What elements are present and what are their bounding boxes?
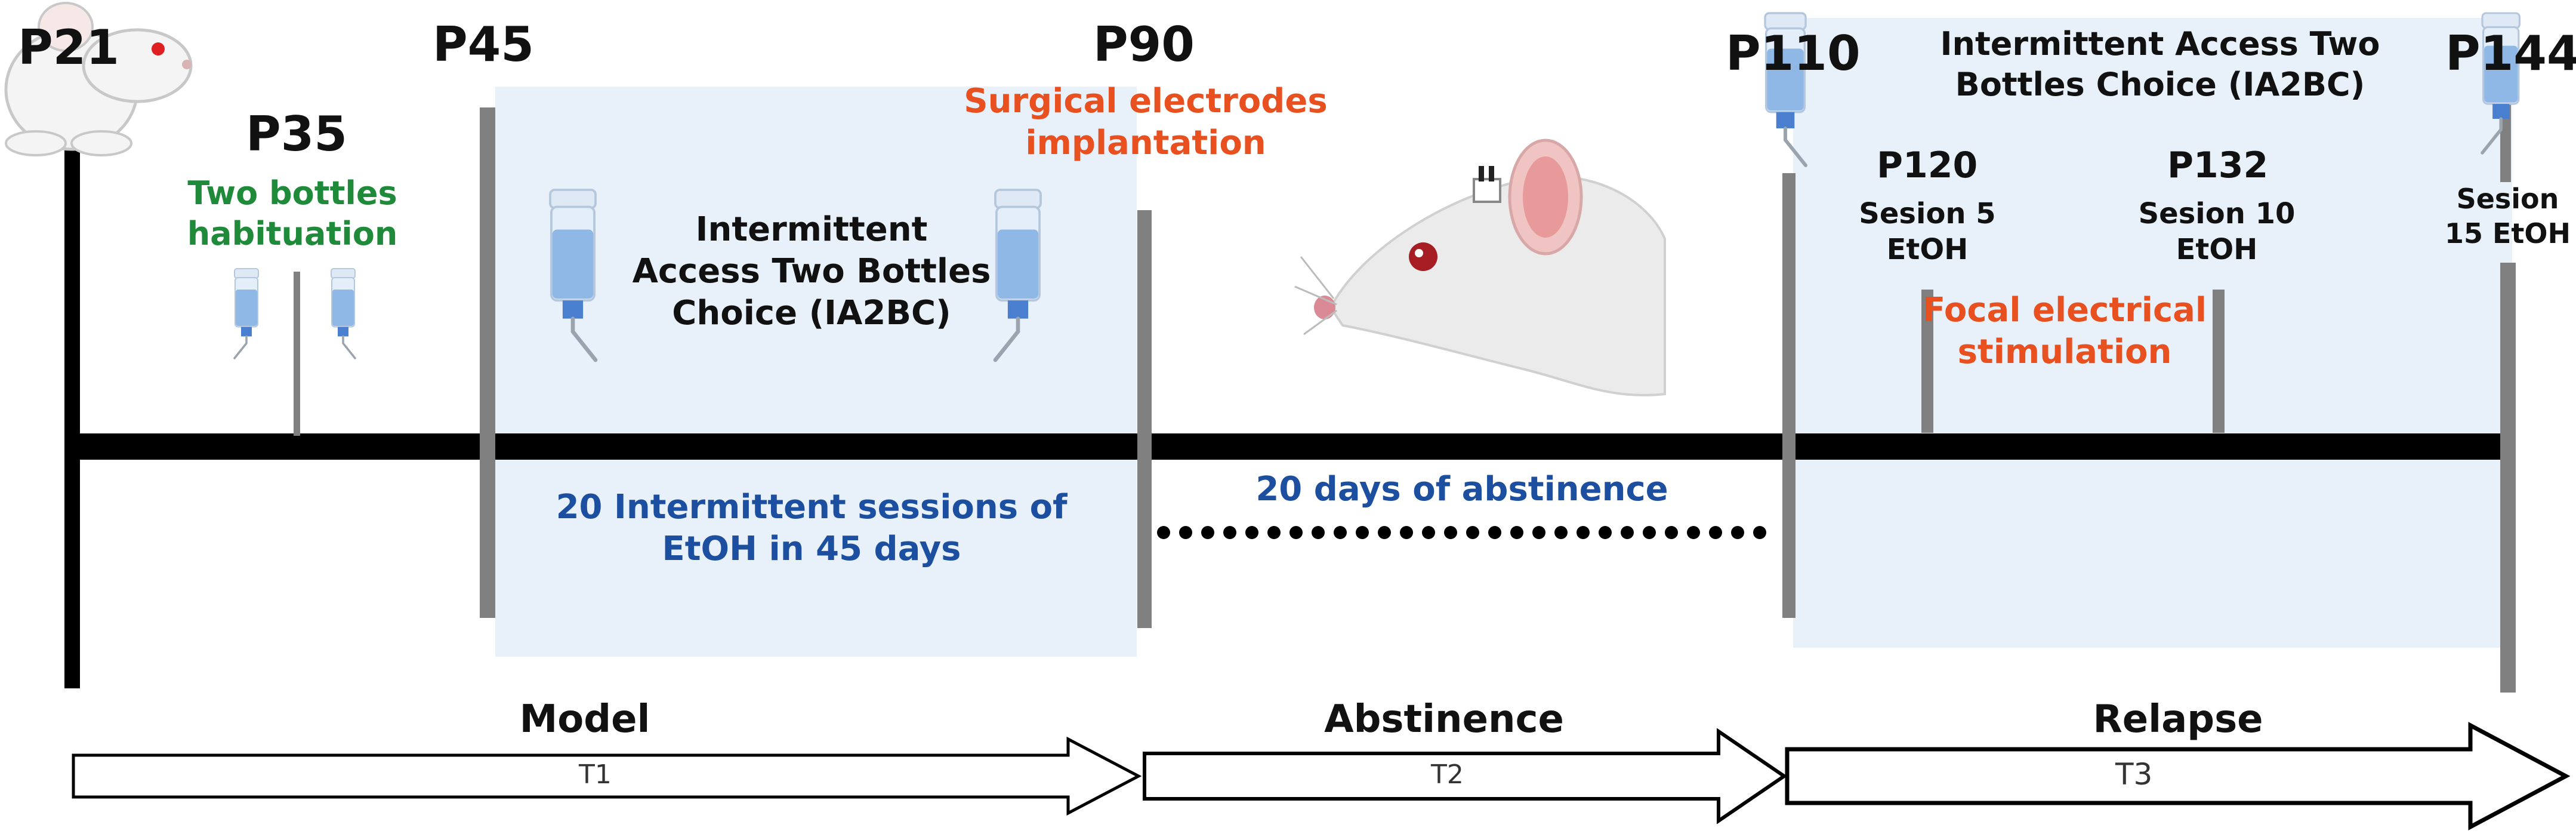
abstinence-dotted-line <box>1157 526 1766 539</box>
timepoint-p45: P45 <box>433 17 534 72</box>
abstinence-dot <box>1223 526 1236 539</box>
water-bottle-icon <box>2481 12 2521 155</box>
p110-marker <box>1782 173 1796 618</box>
timepoint-p35: P35 <box>246 106 347 162</box>
session-10-label: Sesion 10 EtOH <box>2138 197 2296 266</box>
water-bottle-icon <box>1764 12 1807 167</box>
abstinence-dot <box>1157 526 1170 539</box>
abstinence-dot <box>1444 526 1457 539</box>
abstinence-dot <box>1510 526 1523 539</box>
surgery-label: Surgical electrodes implantation <box>964 82 1328 162</box>
abstinence-dot <box>1687 526 1700 539</box>
rat-head-icon <box>4 2 193 156</box>
timepoint-p132: P132 <box>2167 144 2269 186</box>
water-bottle-icon <box>233 268 259 359</box>
relapse-arrow <box>1785 722 2571 830</box>
abstinence-dot <box>1400 526 1413 539</box>
abstinence-dot <box>1532 526 1545 539</box>
p90-marker <box>1137 210 1152 628</box>
model-phase-panel <box>495 87 1137 657</box>
p45-marker <box>480 107 495 618</box>
abstinence-dot <box>1466 526 1479 539</box>
abstinence-dot <box>1488 526 1501 539</box>
stimulation-label: Focal electrical stimulation <box>1922 291 2207 371</box>
timepoint-p120: P120 <box>1877 144 1978 186</box>
rat-profile-icon <box>1294 139 1666 396</box>
abstinence-days-label: 20 days of abstinence <box>1255 470 1668 509</box>
abstinence-dot <box>1422 526 1435 539</box>
abstinence-dot <box>1643 526 1656 539</box>
phase-model-name: Model <box>519 697 650 741</box>
abstinence-dot <box>1753 526 1766 539</box>
abstinence-dot <box>1201 526 1214 539</box>
p35-marker <box>294 272 300 436</box>
abstinence-dot <box>1378 526 1391 539</box>
session-15-label: Sesion 15 EtOH <box>2444 183 2571 250</box>
abstinence-dot <box>1621 526 1634 539</box>
timepoint-p90: P90 <box>1093 17 1195 72</box>
p132-marker <box>2213 290 2225 433</box>
phase-relapse-tag: T3 <box>2115 757 2153 792</box>
abstinence-dot <box>1179 526 1192 539</box>
main-timeline-bar <box>70 433 2506 460</box>
timepoint-p21: P21 <box>18 20 119 75</box>
water-bottle-icon <box>993 189 1042 362</box>
phase-relapse-name: Relapse <box>2093 697 2263 741</box>
abstinence-dot <box>1356 526 1369 539</box>
relapse-phase-panel <box>1793 18 2512 648</box>
phase-abstinence-tag: T2 <box>1431 759 1464 790</box>
ia2bc-relapse-label: Intermittent Access Two Bottles Choice (… <box>1940 25 2380 103</box>
abstinence-dot <box>1267 526 1281 539</box>
abstinence-dot <box>1554 526 1568 539</box>
habituation-label: Two bottles habituation <box>187 174 398 253</box>
abstinence-dot <box>1245 526 1258 539</box>
abstinence-dot <box>1599 526 1612 539</box>
abstinence-arrow <box>1143 728 1788 824</box>
water-bottle-icon <box>331 268 356 359</box>
abstinence-dot <box>1312 526 1325 539</box>
ia2bc-model-label: Intermittent Access Two Bottles Choice (… <box>632 210 991 333</box>
abstinence-dot <box>1334 526 1347 539</box>
session-5-label: Sesion 5 EtOH <box>1859 197 1996 266</box>
abstinence-dot <box>1665 526 1678 539</box>
water-bottle-icon <box>549 189 598 362</box>
abstinence-dot <box>1577 526 1590 539</box>
timepoint-p144: P144 <box>2445 26 2576 81</box>
sessions-label: 20 Intermittent sessions of EtOH in 45 d… <box>556 488 1068 568</box>
model-arrow <box>72 736 1142 816</box>
p144-marker <box>2500 263 2516 693</box>
timepoint-p110: P110 <box>1726 26 1861 81</box>
abstinence-dot <box>1731 526 1744 539</box>
phase-model-tag: T1 <box>579 759 612 790</box>
abstinence-dot <box>1709 526 1722 539</box>
p120-marker <box>1921 290 1933 433</box>
phase-abstinence-name: Abstinence <box>1324 697 1564 741</box>
abstinence-dot <box>1289 526 1303 539</box>
p21-marker <box>64 106 80 688</box>
